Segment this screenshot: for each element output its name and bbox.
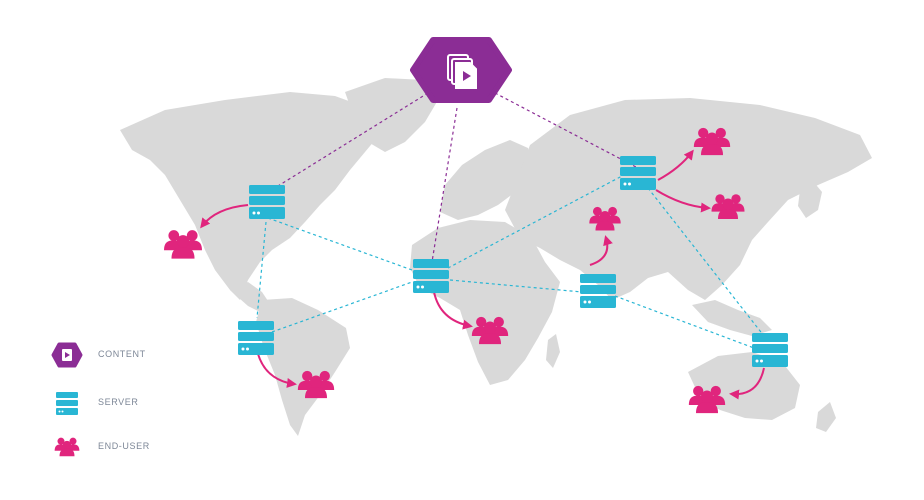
server-australia [752,333,788,367]
server-south-america [238,321,274,355]
legend-label-content: CONTENT [98,349,146,359]
server-link-asia-australia [647,187,765,337]
server-india [580,274,616,308]
user-group-legend-icon [50,432,84,462]
server-asia [620,156,656,190]
arrow-na-to-users [200,204,249,229]
delivery-arrows [200,149,765,400]
server-link-africa-asia [447,175,623,269]
server-link-sa-africa [271,281,413,333]
play-file-stack-icon [447,54,477,89]
users-north-america [164,230,202,258]
arrow-australia-to-users [729,367,765,400]
legend: CONTENT SERVER END-USER [50,340,210,470]
server-link-na-africa [267,217,413,271]
arrow-india-to-users [589,235,613,266]
server-north-america [249,185,285,219]
content-link-africa [431,107,458,263]
legend-label-end-user: END-USER [98,441,150,451]
arrow-sa-to-users [257,353,297,388]
server-africa [413,259,449,293]
legend-item-end-user: END-USER [50,432,210,462]
server-legend-icon [56,392,78,415]
legend-label-server: SERVER [98,397,139,407]
asia-landmass [505,98,872,300]
southeast-asia-islands [692,300,772,336]
arrow-asia-to-east-users [657,149,694,181]
server-link-africa-india [449,279,583,293]
server-link-na-sa [256,221,267,319]
content-hub [410,37,512,103]
content-legend-icon [51,342,83,368]
new-zealand-landmass [816,402,836,432]
legend-item-server: SERVER [50,388,210,418]
central-america-landmass [230,282,270,312]
south-america-landmass [256,298,350,436]
japan-landmass [798,180,822,218]
europe-landmass [440,140,532,220]
arrow-africa-to-users [433,291,473,330]
legend-item-content: CONTENT [50,340,210,370]
server-links [256,175,765,349]
madagascar-landmass [546,334,560,368]
content-links [277,92,637,263]
arrow-asia-to-china-users [655,189,711,213]
content-link-asia [494,92,637,168]
server-link-india-australia [614,295,755,349]
